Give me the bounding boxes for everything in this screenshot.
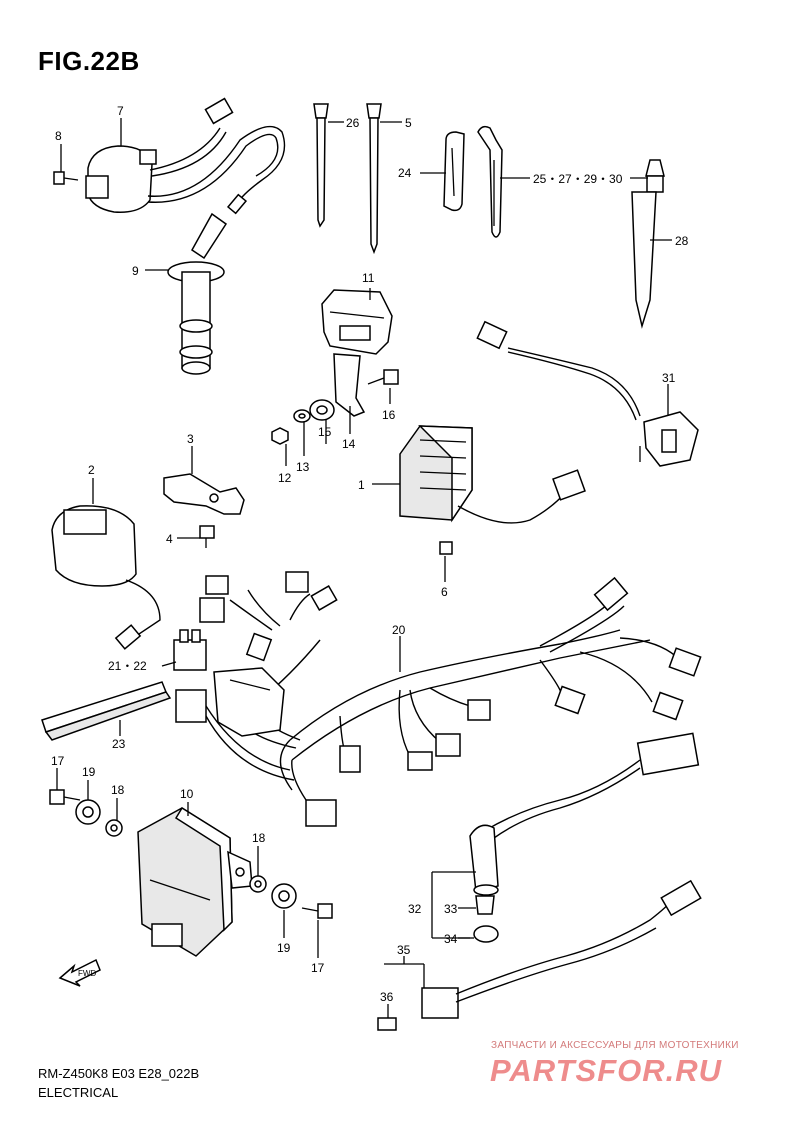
callout-3: 3 bbox=[187, 432, 194, 446]
cable-tie-part-5 bbox=[366, 103, 382, 255]
callout-14: 14 bbox=[342, 437, 356, 451]
callout-6: 6 bbox=[441, 585, 448, 599]
bolt-part-17-left bbox=[49, 789, 81, 805]
callout-20: 20 bbox=[392, 623, 406, 637]
callout-28: 28 bbox=[675, 234, 689, 248]
callout-16: 16 bbox=[382, 408, 396, 422]
callout-31: 31 bbox=[662, 371, 676, 385]
callout-34: 34 bbox=[444, 932, 458, 946]
callout-26: 26 bbox=[346, 116, 360, 130]
callout-12: 12 bbox=[278, 471, 292, 485]
bolt-part-17-right bbox=[301, 903, 333, 919]
callout-15: 15 bbox=[318, 425, 332, 439]
callout-19-left: 19 bbox=[82, 765, 96, 779]
bolt-part-16 bbox=[367, 369, 399, 385]
lead-wire-part-32 bbox=[469, 732, 700, 896]
ignition-coil-part-7 bbox=[85, 97, 286, 215]
spark-plug-cap-part-9 bbox=[167, 212, 228, 375]
callout-13: 13 bbox=[296, 460, 310, 474]
callout-35: 35 bbox=[397, 943, 411, 957]
bolt-part-8 bbox=[53, 171, 79, 185]
callout-8: 8 bbox=[55, 129, 62, 143]
sensor-part-31 bbox=[476, 320, 699, 467]
bracket-part-3 bbox=[163, 473, 245, 515]
section-name: ELECTRICAL bbox=[38, 1085, 119, 1100]
callout-24: 24 bbox=[398, 166, 412, 180]
leader-lines bbox=[56, 118, 672, 1018]
callout-9: 9 bbox=[132, 264, 139, 278]
condenser-part-2 bbox=[51, 505, 161, 650]
collar-part-18-right bbox=[249, 875, 267, 893]
callout-10: 10 bbox=[180, 787, 194, 801]
callout-4: 4 bbox=[166, 532, 173, 546]
wiring-harness-part-20 bbox=[175, 571, 702, 827]
grommet-part-34 bbox=[473, 925, 499, 943]
callout-11: 11 bbox=[362, 271, 375, 285]
figure-title: FIG.22B bbox=[38, 46, 140, 76]
clamp-part-25-27-29-30 bbox=[477, 125, 503, 238]
starter-relay-part-11 bbox=[321, 289, 393, 355]
callout-17-left: 17 bbox=[51, 754, 65, 768]
bracket-part-14 bbox=[333, 353, 366, 417]
callout-1: 1 bbox=[358, 478, 365, 492]
callout-7: 7 bbox=[117, 104, 124, 118]
callout-25-27-29-30: 25・27・29・30 bbox=[533, 172, 623, 186]
sub-harness-part-35 bbox=[421, 879, 702, 1019]
callout-21-22: 21・22 bbox=[108, 659, 147, 673]
watermark-tagline: ЗАПЧАСТИ И АКСЕССУАРЫ ДЛЯ МОТОТЕХНИКИ bbox=[491, 1040, 739, 1051]
collar-part-18-left bbox=[105, 819, 123, 837]
callout-32: 32 bbox=[408, 902, 422, 916]
callout-36: 36 bbox=[380, 990, 394, 1004]
callout-bracket-part-35 bbox=[384, 963, 425, 988]
callout-5: 5 bbox=[405, 116, 412, 130]
diagram-code: RM-Z450K8 E03 E28_022B bbox=[38, 1066, 200, 1081]
tape-part-23 bbox=[41, 681, 172, 741]
bolt-part-4 bbox=[199, 525, 215, 548]
fuse-part-36 bbox=[377, 1017, 397, 1031]
grommet-part-19-left bbox=[75, 799, 101, 825]
clamp-part-24 bbox=[443, 131, 465, 212]
callout-18-left: 18 bbox=[111, 783, 125, 797]
grommet-part-19-right bbox=[271, 883, 297, 909]
cable-tie-part-26 bbox=[313, 103, 329, 228]
cable-tie-part-28 bbox=[631, 159, 665, 329]
regulator-rectifier-part-1 bbox=[399, 425, 586, 524]
callout-33: 33 bbox=[444, 902, 458, 916]
watermark-brand: PARTSFOR.RU bbox=[490, 1053, 723, 1088]
grommet-part-15 bbox=[309, 399, 335, 421]
boot-part-33 bbox=[475, 895, 495, 915]
callout-2: 2 bbox=[88, 463, 95, 477]
callout-19-right: 19 bbox=[277, 941, 291, 955]
forward-direction-arrow: FWD bbox=[58, 958, 101, 987]
callout-labels: 7 8 9 26 5 24 25・27・29・30 28 11 16 14 15… bbox=[51, 104, 689, 1004]
fwd-label: FWD bbox=[78, 969, 96, 978]
fuse-holder-part-21-22 bbox=[173, 629, 207, 671]
washer-part-13 bbox=[293, 409, 311, 423]
callout-17-right: 17 bbox=[311, 961, 325, 975]
nut-part-12 bbox=[271, 427, 289, 445]
bolt-part-6 bbox=[439, 541, 453, 555]
ecm-unit-part-10 bbox=[137, 806, 253, 957]
callout-18-right: 18 bbox=[252, 831, 266, 845]
callout-23: 23 bbox=[112, 737, 126, 751]
